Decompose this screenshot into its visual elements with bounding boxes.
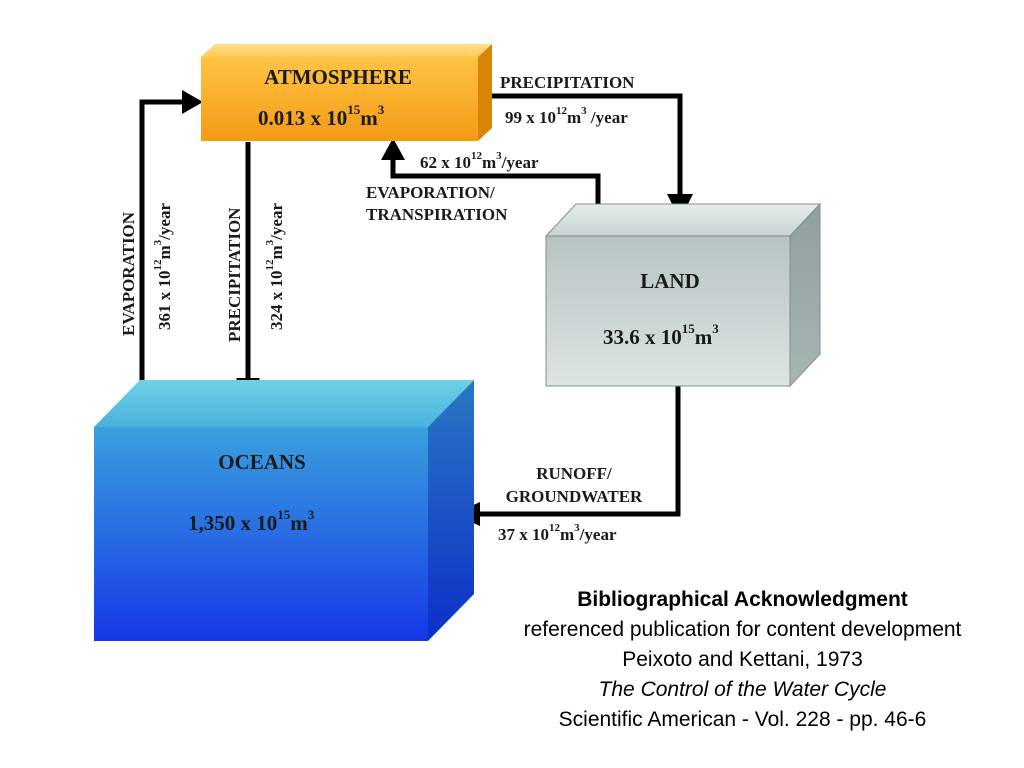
atmosphere-box: ATMOSPHERE 0.013 x 1015m3 bbox=[201, 44, 492, 141]
ocean-evaporation-amount: 361 x 1012m3/year bbox=[152, 203, 174, 330]
land-evaporation-amount: 62 x 1012m3/year bbox=[420, 150, 539, 172]
ocean-precipitation-amount: 324 x 1012m3/year bbox=[264, 203, 286, 330]
land-label: LAND bbox=[640, 269, 700, 293]
land-amount: 33.6 x 1015m3 bbox=[603, 321, 719, 349]
ocean-precipitation-label-group: PRECIPITATION bbox=[225, 207, 244, 342]
land-precipitation-amount: 99 x 1012m3 /year bbox=[505, 105, 628, 127]
acknowledgment-line-2: Peixoto and Kettani, 1973 bbox=[622, 648, 863, 671]
acknowledgment-line-3: The Control of the Water Cycle bbox=[598, 678, 887, 701]
bibliographical-acknowledgment: Bibliographical Acknowledgment reference… bbox=[470, 585, 1015, 735]
ocean-evaporation-label: EVAPORATION bbox=[119, 211, 138, 336]
land-evaporation-label-1: EVAPORATION/ bbox=[366, 183, 495, 202]
land-evaporation-arrow bbox=[381, 138, 601, 218]
runoff-amount: 37 x 1012m3/year bbox=[498, 522, 617, 544]
runoff-label-2: GROUNDWATER bbox=[506, 487, 643, 506]
atmosphere-label: ATMOSPHERE bbox=[264, 65, 412, 89]
runoff-label-1: RUNOFF/ bbox=[536, 464, 612, 483]
atmosphere-amount: 0.013 x 1015m3 bbox=[258, 102, 385, 130]
acknowledgment-title: Bibliographical Acknowledgment bbox=[577, 588, 908, 611]
oceans-amount: 1,350 x 1015m3 bbox=[188, 507, 315, 535]
ocean-evaporation-arrow bbox=[139, 90, 203, 403]
acknowledgment-line-1: referenced publication for content devel… bbox=[523, 618, 962, 641]
oceans-box: OCEANS 1,350 x 1015m3 bbox=[94, 380, 474, 641]
ocean-precipitation-amount-group: 324 x 1012m3/year bbox=[264, 203, 286, 330]
ocean-evaporation-label-group: EVAPORATION bbox=[119, 211, 138, 336]
land-evaporation-label-2: TRANSPIRATION bbox=[366, 205, 508, 224]
oceans-label: OCEANS bbox=[218, 450, 306, 474]
acknowledgment-line-4: Scientific American - Vol. 228 - pp. 46-… bbox=[558, 708, 927, 731]
ocean-precipitation-label: PRECIPITATION bbox=[225, 207, 244, 342]
land-precipitation-label: PRECIPITATION bbox=[500, 73, 635, 92]
land-box: LAND 33.6 x 1015m3 bbox=[544, 202, 822, 388]
ocean-evaporation-amount-group: 361 x 1012m3/year bbox=[152, 203, 174, 330]
